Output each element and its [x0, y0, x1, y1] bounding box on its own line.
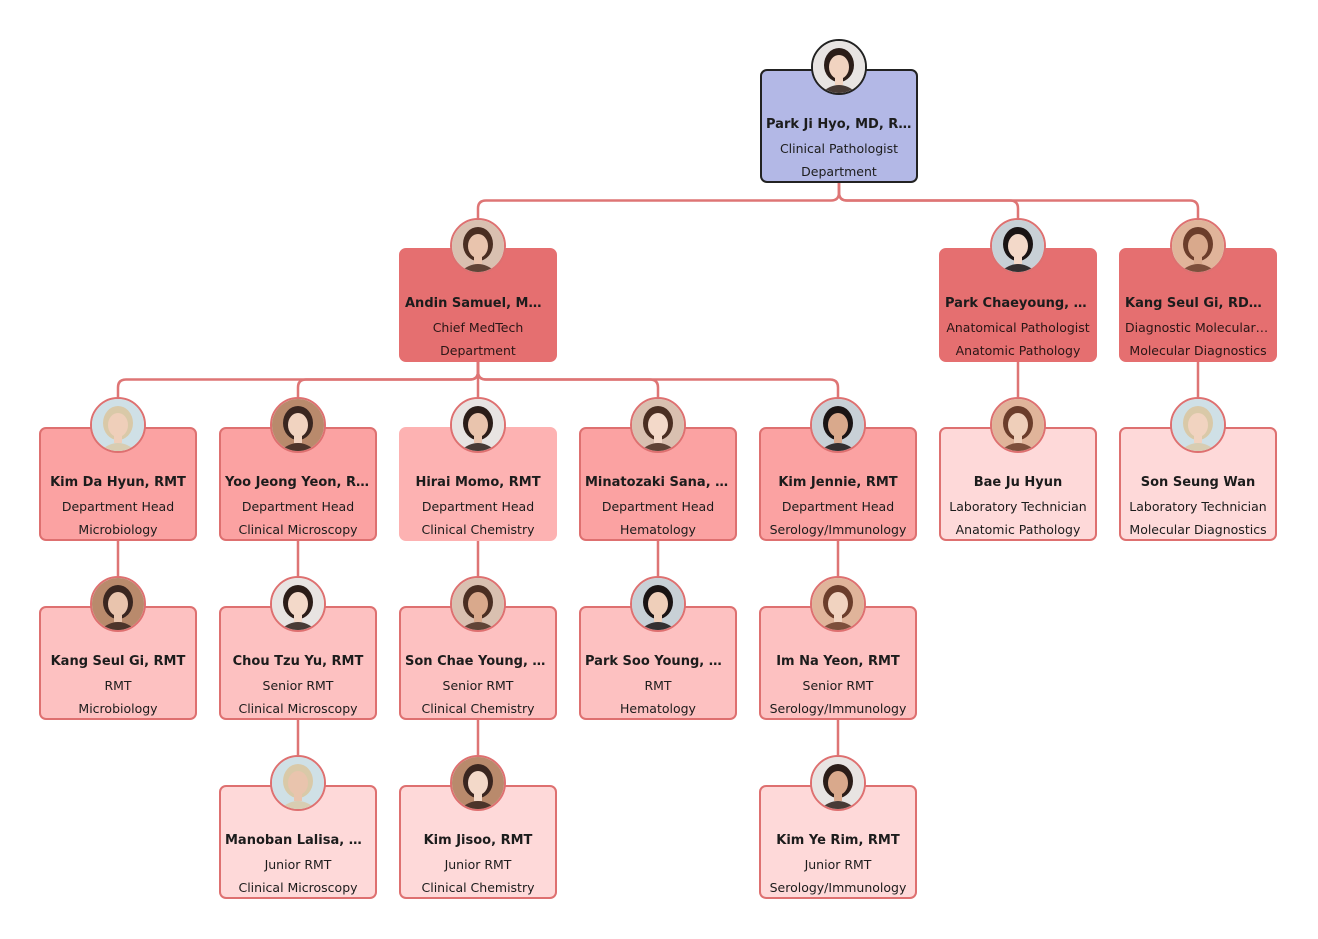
portrait-icon [90, 576, 146, 632]
node-department: Hematology [620, 522, 696, 537]
portrait-icon [990, 218, 1046, 274]
connector-n2-n9 [476, 362, 840, 397]
portrait-icon [450, 576, 506, 632]
node-department: Clinical Chemistry [421, 880, 535, 895]
node-department: Clinical Microscopy [238, 701, 358, 716]
node-name: Manoban Lalisa, RMT [225, 833, 371, 848]
node-name: Kim Jennie, RMT [778, 475, 898, 490]
node-title: Laboratory Technician [949, 499, 1087, 514]
connector-n2-n6 [296, 362, 480, 397]
node-title: Senior RMT [802, 678, 874, 693]
portrait-icon [990, 397, 1046, 453]
node-name: Kim Da Hyun, RMT [50, 475, 186, 490]
node-title: RMT [104, 678, 132, 693]
node-name: Bae Ju Hyun [973, 475, 1063, 490]
node-title: Senior RMT [262, 678, 334, 693]
node-department: Serology/Immunology [769, 522, 907, 537]
portrait-icon [450, 397, 506, 453]
node-department: Department [440, 343, 516, 358]
node-card-n1[interactable]: Park Ji Hyo, MD, RMT Clinical Pathologist… [760, 69, 918, 183]
node-department: Clinical Chemistry [421, 522, 535, 537]
node-name: Kim Jisoo, RMT [423, 833, 533, 848]
node-department: Clinical Microscopy [238, 522, 358, 537]
node-title: Junior RMT [804, 857, 872, 872]
node-title: Chief MedTech [432, 320, 524, 335]
node-title: Department Head [601, 499, 715, 514]
node-title: Junior RMT [444, 857, 512, 872]
node-name: Son Chae Young, RMT [405, 654, 551, 669]
node-name: Yoo Jeong Yeon, RMT [225, 475, 371, 490]
node-title: Junior RMT [264, 857, 332, 872]
portrait-icon [810, 397, 866, 453]
node-name: Kang Seul Gi, RMT [50, 654, 186, 669]
portrait-icon [90, 397, 146, 453]
portrait-icon [450, 218, 506, 274]
node-department: Serology/Immunology [769, 880, 907, 895]
node-title: Diagnostic Molecular ... [1125, 320, 1271, 335]
node-department: Serology/Immunology [769, 701, 907, 716]
portrait-icon [630, 576, 686, 632]
node-title: Department Head [61, 499, 175, 514]
node-department: Anatomic Pathology [955, 522, 1081, 537]
portrait-icon [270, 397, 326, 453]
portrait-icon [270, 576, 326, 632]
node-name: Son Seung Wan [1140, 475, 1256, 490]
node-title: Laboratory Technician [1129, 499, 1267, 514]
node-title: Department Head [781, 499, 895, 514]
node-department: Department [801, 164, 877, 179]
node-title: RMT [644, 678, 672, 693]
node-name: Im Na Yeon, RMT [776, 654, 900, 669]
node-name: Andin Samuel, MD, ... [405, 296, 551, 311]
node-title: Anatomical Pathologist [946, 320, 1090, 335]
node-name: Kim Ye Rim, RMT [776, 833, 900, 848]
node-name: Minatozaki Sana, R... [585, 475, 731, 490]
node-department: Molecular Diagnostics [1129, 522, 1267, 537]
node-name: Park Ji Hyo, MD, RMT [766, 117, 912, 132]
portrait-icon [1170, 218, 1226, 274]
node-title: Senior RMT [442, 678, 514, 693]
node-name: Park Soo Young, RMT [585, 654, 731, 669]
node-title: Department Head [241, 499, 355, 514]
portrait-icon [810, 576, 866, 632]
node-department: Clinical Chemistry [421, 701, 535, 716]
node-department: Anatomic Pathology [955, 343, 1081, 358]
connector-n1-n2 [476, 183, 841, 218]
node-name: Chou Tzu Yu, RMT [232, 654, 364, 669]
portrait-icon [1170, 397, 1226, 453]
node-department: Clinical Microscopy [238, 880, 358, 895]
node-name: Kang Seul Gi, RDMS [1125, 296, 1271, 311]
node-title: Clinical Pathologist [779, 141, 899, 156]
portrait-icon [270, 755, 326, 811]
portrait-icon [630, 397, 686, 453]
node-department: Hematology [620, 701, 696, 716]
node-name: Hirai Momo, RMT [415, 475, 541, 490]
node-department: Microbiology [78, 701, 158, 716]
portrait-icon [810, 755, 866, 811]
node-department: Microbiology [78, 522, 158, 537]
node-department: Molecular Diagnostics [1129, 343, 1267, 358]
connector-n1-n4 [837, 183, 1200, 218]
node-title: Department Head [421, 499, 535, 514]
node-name: Park Chaeyoung, M... [945, 296, 1091, 311]
portrait-icon [450, 755, 506, 811]
portrait-icon [811, 39, 867, 95]
